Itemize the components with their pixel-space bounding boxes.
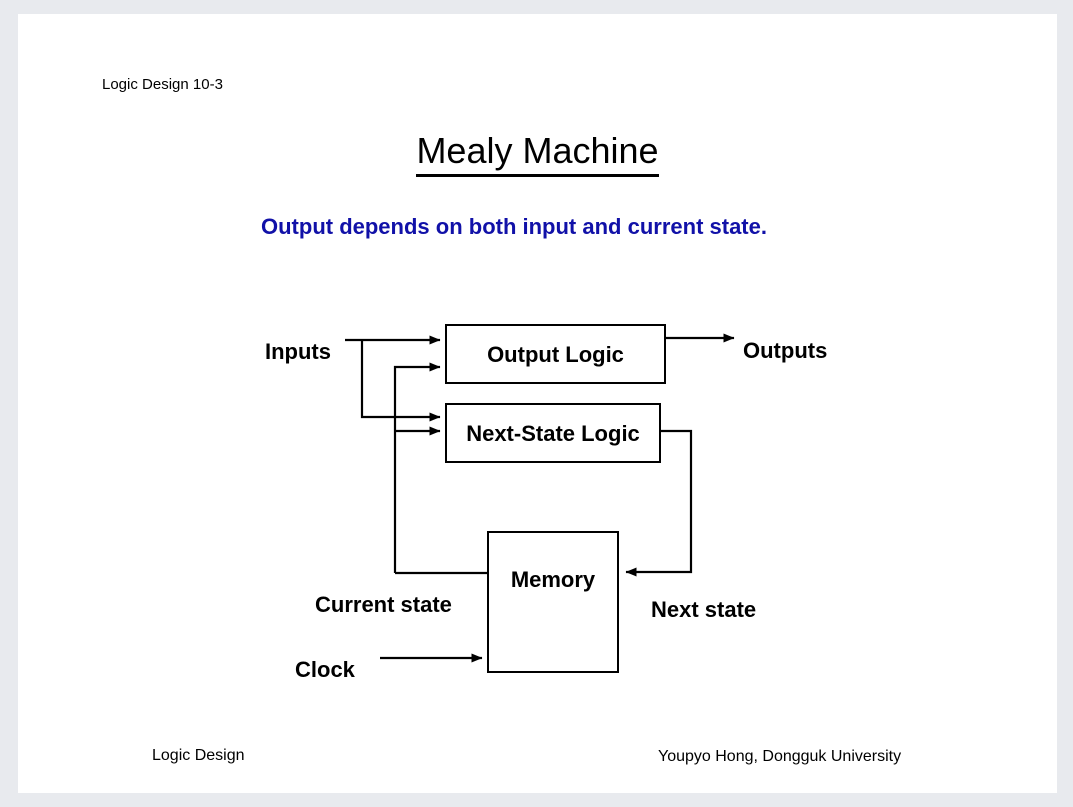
mealy-machine-block-diagram [345, 333, 735, 663]
label-clock: Clock [295, 657, 355, 682]
page-title: Mealy Machine [18, 130, 1057, 177]
block-output-logic: Output Logic [445, 324, 666, 384]
block-memory: Memory [487, 531, 619, 673]
footer-course-name: Logic Design [152, 747, 245, 764]
block-next-state-logic: Next-State Logic [445, 403, 661, 463]
page-title-text: Mealy Machine [416, 130, 659, 177]
inputs-to-next-state-logic-wire [360, 340, 441, 422]
label-current-state: Current state [315, 592, 452, 617]
slide-page: Logic Design 10-3 Mealy Machine Output d… [18, 14, 1057, 793]
block-memory-label: Memory [510, 567, 596, 592]
slide-header-note: Logic Design 10-3 [102, 76, 223, 93]
next-state-to-memory-wire [625, 429, 693, 577]
footer-author: Youpyo Hong, Dongguk University [658, 748, 902, 765]
current-state-to-output-logic-wire [393, 362, 441, 573]
block-next-state-logic-label: Next-State Logic [466, 421, 640, 446]
label-outputs: Outputs [743, 338, 828, 363]
slide-subtitle: Output depends on both input and current… [261, 214, 767, 239]
block-output-logic-label: Output Logic [487, 342, 624, 367]
label-next-state: Next state [651, 597, 757, 622]
label-inputs: Inputs [265, 339, 331, 364]
